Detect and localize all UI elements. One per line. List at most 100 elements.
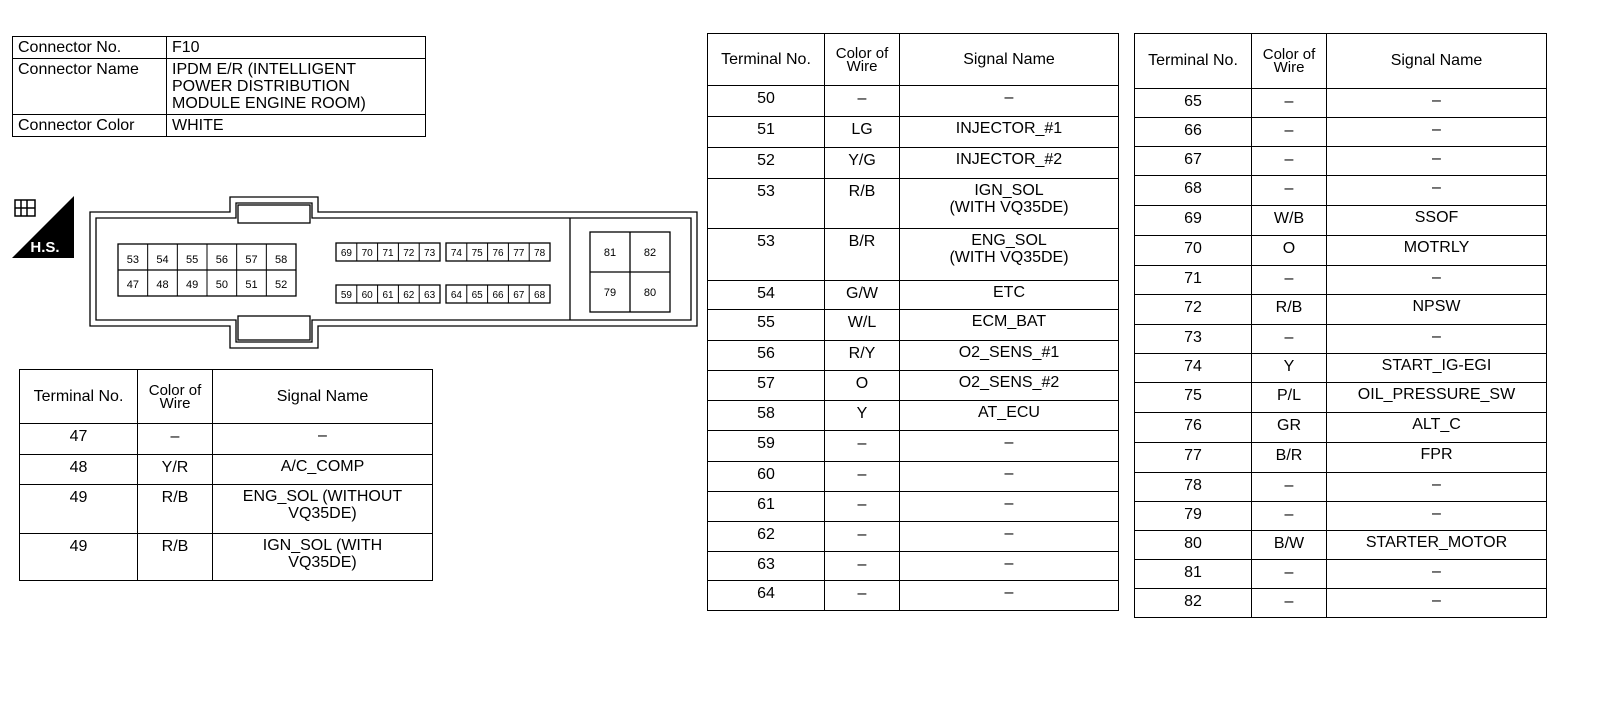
signal-name-line: VQ35DE) [288, 505, 357, 522]
table-row: 59–– [707, 430, 1119, 462]
table-row: 50–– [707, 85, 1119, 117]
pin-number: 71 [382, 248, 394, 259]
wire-color-cell: – [824, 551, 900, 581]
terminal-no-cell: 57 [707, 370, 825, 401]
signal-name-cell: – [1326, 88, 1547, 118]
terminal-no-cell: 79 [1134, 501, 1252, 531]
signal-name-cell: FPR [1326, 442, 1547, 473]
pin-number: 74 [451, 248, 463, 259]
pin-number: 63 [424, 290, 436, 301]
pin-number: 65 [472, 290, 484, 301]
signal-name-cell: IGN_SOL(WITH VQ35DE) [899, 178, 1119, 229]
terminal-no-cell: 47 [19, 423, 138, 455]
table-row: 79–– [1134, 501, 1547, 531]
wire-color-cell: P/L [1251, 382, 1327, 413]
connector-info-table: Connector No. F10 Connector Name IPDM E/… [12, 36, 426, 137]
signal-name-cell: ETC [899, 280, 1119, 310]
wire-color-cell: Y [824, 400, 900, 431]
signal-name-line: (WITH VQ35DE) [949, 249, 1069, 266]
wire-color-cell: – [824, 461, 900, 492]
signal-name-line: (WITH VQ35DE) [949, 199, 1069, 216]
connector-name-line: IPDM E/R (INTELLIGENT [172, 61, 357, 78]
wire-color-cell: R/B [137, 533, 213, 581]
signal-name-cell: – [1326, 146, 1547, 176]
signal-name-cell: – [1326, 588, 1547, 618]
signal-name-line: VQ35DE) [288, 554, 357, 571]
pin-number: 64 [451, 290, 463, 301]
wire-color-cell: – [824, 430, 900, 462]
signal-name-cell: O2_SENS_#2 [899, 370, 1119, 401]
pin-number: 56 [216, 254, 228, 266]
terminal-no-cell: 60 [707, 461, 825, 492]
pin-number: 80 [644, 287, 656, 299]
wire-color-cell: B/R [824, 228, 900, 281]
pin-number: 66 [492, 290, 504, 301]
terminal-no-cell: 77 [1134, 442, 1252, 473]
wire-color-cell: – [1251, 175, 1327, 206]
terminal-no-cell: 67 [1134, 146, 1252, 176]
wire-color-cell: – [1251, 117, 1327, 147]
terminal-no-cell: 49 [19, 533, 138, 581]
color-header-line: Wire [159, 394, 191, 412]
pin-number: 76 [492, 248, 504, 259]
terminal-no-cell: 82 [1134, 588, 1252, 618]
pin-number: 77 [513, 248, 525, 259]
terminal-no-cell: 66 [1134, 117, 1252, 147]
color-header-line: Wire [1273, 59, 1305, 76]
terminal-no-cell: 52 [707, 147, 825, 179]
signal-name-cell: – [899, 430, 1119, 462]
wire-color-cell: O [824, 370, 900, 401]
terminal-no-cell: 55 [707, 309, 825, 341]
pin-number: 67 [513, 290, 525, 301]
table-row: 63–– [707, 551, 1119, 581]
signal-name-cell: – [899, 580, 1119, 611]
terminal-no-cell: 53 [707, 178, 825, 229]
wire-color-cell: LG [824, 116, 900, 148]
pin-number: 81 [604, 247, 616, 259]
signal-name-cell: OIL_PRESSURE_SW [1326, 382, 1547, 413]
signal-name-cell: – [1326, 117, 1547, 147]
signal-name-cell: – [899, 551, 1119, 581]
table-row: 81–– [1134, 559, 1547, 589]
wire-color-cell: R/B [1251, 294, 1327, 325]
pin-number: 70 [362, 248, 374, 259]
table-row: 71–– [1134, 265, 1547, 295]
connector-color-value: WHITE [166, 114, 426, 137]
pin-number: 60 [362, 290, 374, 301]
terminal-no-cell: 81 [1134, 559, 1252, 589]
table-row: 82–– [1134, 588, 1547, 618]
signal-name-line: IGN_SOL (WITH [262, 537, 383, 554]
pin-number: 49 [186, 279, 198, 291]
pin-number: 79 [604, 287, 616, 299]
terminal-no-cell: 65 [1134, 88, 1252, 118]
signal-name-cell: MOTRLY [1326, 235, 1547, 266]
signal-name-cell: O2_SENS_#1 [899, 340, 1119, 371]
table-row: 65–– [1134, 88, 1547, 118]
pin-number: 82 [644, 247, 656, 259]
wire-color-cell: – [1251, 559, 1327, 589]
signal-name-cell: INJECTOR_#2 [899, 147, 1119, 179]
signal-name-cell: AT_ECU [899, 400, 1119, 431]
terminal-no-cell: 48 [19, 454, 138, 485]
wire-color-cell: – [1251, 265, 1327, 295]
pin-number: 54 [156, 254, 168, 266]
terminal-no-cell: 56 [707, 340, 825, 371]
connector-name-label: Connector Name [12, 58, 167, 115]
signal-name-cell: – [899, 85, 1119, 117]
signal-name-cell: – [899, 521, 1119, 552]
table-row: 78–– [1134, 472, 1547, 502]
terminal-no-cell: 62 [707, 521, 825, 552]
pin-number: 48 [156, 279, 168, 291]
pin-number: 69 [341, 248, 353, 259]
